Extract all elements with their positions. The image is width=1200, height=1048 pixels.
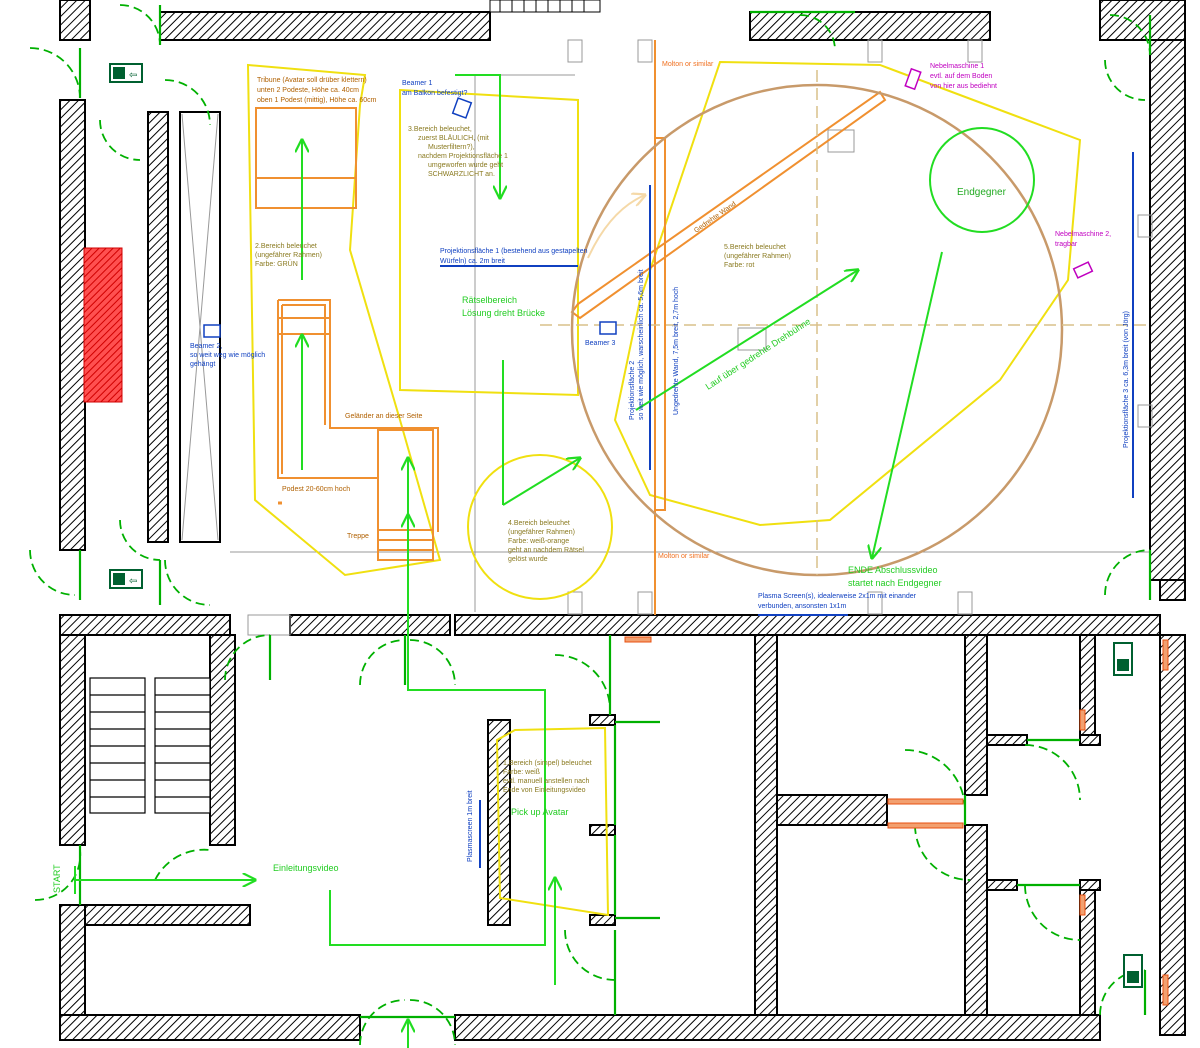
svg-text:1.Bereich (simpel) beleuchet: 1.Bereich (simpel) beleuchet	[503, 760, 592, 767]
svg-text:(ungefährer Rahmen): (ungefährer Rahmen)	[724, 253, 791, 260]
svg-text:Nebelmaschine 2,: Nebelmaschine 2,	[1055, 231, 1111, 238]
svg-text:2.Bereich beleuchet: 2.Bereich beleuchet	[255, 243, 317, 250]
molton-bottom-label: Molton or similar	[658, 553, 710, 560]
tribune-label: Tribune (Avatar soll drüber klettern) un…	[257, 77, 377, 104]
nebel2-label: Nebelmaschine 2, tragbar	[1055, 231, 1111, 248]
svg-text:Ende von Einleitungsvideo: Ende von Einleitungsvideo	[503, 787, 586, 794]
podest-label: Podest 20-60cm hoch	[282, 486, 350, 493]
svg-text:gelöst wurde: gelöst wurde	[508, 556, 548, 563]
svg-text:oben 1 Podest (mittig), Höhe c: oben 1 Podest (mittig), Höhe ca. 60cm	[257, 97, 377, 104]
svg-text:startet nach Endgegner: startet nach Endgegner	[848, 578, 942, 588]
beamer-icon	[203, 97, 617, 338]
turntable	[540, 70, 1150, 577]
endgegner-circle	[929, 127, 1035, 233]
wall-markers	[624, 636, 1169, 1006]
nebel1-label: Nebelmaschine 1 evtl. auf dem Boden von …	[930, 63, 997, 90]
svg-text:4.Bereich beleuchet: 4.Bereich beleuchet	[508, 520, 570, 527]
red-block	[83, 247, 123, 403]
pickup-label: Pick up Avatar	[511, 807, 568, 817]
door-leaves	[78, 5, 1152, 1019]
svg-text:Farbe: weiß: Farbe: weiß	[503, 769, 540, 776]
svg-text:5.Bereich beleuchet: 5.Bereich beleuchet	[724, 244, 786, 251]
plasmascreen-label: Plasmascreen 1m breit	[467, 790, 474, 862]
svg-text:zuerst BLÄULICH, (mit: zuerst BLÄULICH, (mit	[418, 134, 489, 142]
walls	[59, 0, 1186, 1041]
svg-text:SCHWARZLICHT an.: SCHWARZLICHT an.	[428, 171, 495, 178]
svg-text:(ungefährer Rahmen): (ungefährer Rahmen)	[255, 252, 322, 259]
svg-text:Musterfiltern?),: Musterfiltern?),	[428, 144, 475, 151]
molton-top-label: Molton or similar	[662, 61, 714, 68]
gelaender-label: Geländer an dieser Seite	[345, 413, 423, 420]
svg-text:evtl. auf dem Boden: evtl. auf dem Boden	[930, 73, 992, 80]
stage-elements	[255, 40, 887, 615]
beamer2-label: Beamer 2, so weit weg wie möglich gehäng…	[190, 343, 265, 368]
svg-text:Farbe: GRÜN: Farbe: GRÜN	[255, 260, 298, 268]
einleitung-label: Einleitungsvideo	[273, 863, 339, 873]
svg-text:am Balkon befestigt?: am Balkon befestigt?	[402, 90, 467, 97]
svg-text:Beamer 1: Beamer 1	[402, 80, 432, 87]
svg-text:so weit weg wie möglich: so weit weg wie möglich	[190, 352, 265, 359]
svg-text:von hier aus bediehnt: von hier aus bediehnt	[930, 83, 997, 90]
svg-text:ENDE Abschlussvideo: ENDE Abschlussvideo	[848, 565, 938, 575]
fog-machine-icon	[904, 67, 1094, 279]
svg-text:nachdem Projektionsfläche 1: nachdem Projektionsfläche 1	[418, 153, 508, 160]
room-outline	[230, 39, 1153, 636]
svg-text:Rätselbereich: Rätselbereich	[462, 295, 517, 305]
projektion2-label: Projektionsfläche 2 so weit wie möglich,…	[629, 269, 645, 420]
svg-text:Nebelmaschine 1: Nebelmaschine 1	[930, 63, 984, 70]
doors	[29, 4, 1151, 1046]
start-label: START	[52, 864, 62, 893]
svg-text:so weit wie möglich, warschein: so weit wie möglich, warscheinlich ca. 5…	[638, 269, 645, 420]
svg-text:3.Bereich beleuchet,: 3.Bereich beleuchet,	[408, 126, 472, 133]
svg-text:geht an nachdem Rätsel: geht an nachdem Rätsel	[508, 547, 584, 554]
beamer3-label: Beamer 3	[585, 340, 615, 347]
beamer1-label: Beamer 1 am Balkon befestigt?	[402, 80, 467, 97]
svg-text:Farbe: weiß-orange: Farbe: weiß-orange	[508, 538, 569, 545]
bereich3-label: 3.Bereich beleuchet, zuerst BLÄULICH, (m…	[408, 126, 508, 178]
svg-text:evtl. manuell anstellen nach: evtl. manuell anstellen nach	[503, 778, 589, 785]
raetsel-label: Rätselbereich Lösung dreht Brücke	[462, 295, 545, 318]
svg-text:gehängt: gehängt	[190, 361, 215, 368]
visitor-path	[74, 74, 943, 1048]
projektion3-label: Projektionsfläche 3 ca. 6,3m breit (von …	[1123, 311, 1130, 448]
projektion1-label: Projektionsfläche 1 (bestehend aus gesta…	[440, 248, 588, 265]
svg-text:Plasma Screen(s), idealerweise: Plasma Screen(s), idealerweise 2x1m mit …	[758, 593, 917, 600]
treppe-label: Treppe	[347, 533, 369, 540]
svg-text:unten 2 Podeste, Höhe ca. 40cm: unten 2 Podeste, Höhe ca. 40cm	[257, 87, 359, 94]
staircase	[89, 677, 211, 814]
bereich5-label: 5.Bereich beleuchet (ungefährer Rahmen) …	[724, 244, 791, 269]
svg-text:umgeworfen wurde geht: umgeworfen wurde geht	[428, 162, 503, 169]
ende-label: ENDE Abschlussvideo startet nach Endgegn…	[848, 565, 942, 588]
lighting-zones	[246, 60, 1082, 917]
svg-text:⇦: ⇦	[129, 576, 137, 587]
exit-sign-icon: ⇦ ⇦	[109, 63, 1143, 988]
svg-text:Lösung dreht Brücke: Lösung dreht Brücke	[462, 308, 545, 318]
svg-text:Farbe: rot: Farbe: rot	[724, 262, 754, 269]
ungedrehte-wand-label: Ungedrehte Wand, 7,5m breit, 2,7m hoch	[673, 287, 680, 415]
svg-text:Würfeln) ca. 2m breit: Würfeln) ca. 2m breit	[440, 258, 505, 265]
svg-text:tragbar: tragbar	[1055, 241, 1078, 248]
svg-text:Projektionsfläche 2: Projektionsfläche 2	[629, 361, 636, 420]
projection-surfaces	[440, 152, 1134, 868]
plasma-label: Plasma Screen(s), idealerweise 2x1m mit …	[758, 593, 917, 610]
bereich1-label: 1.Bereich (simpel) beleuchet Farbe: weiß…	[503, 760, 592, 794]
turn-arrow	[587, 195, 645, 259]
svg-text:Tribune (Avatar soll drüber kl: Tribune (Avatar soll drüber klettern)	[257, 77, 367, 84]
bereich4-label: 4.Bereich beleuchet (ungefährer Rahmen) …	[508, 520, 584, 563]
svg-text:Beamer 2,: Beamer 2,	[190, 343, 222, 350]
endgegner-label: Endgegner	[957, 187, 1007, 198]
svg-text:⇦: ⇦	[129, 70, 137, 81]
svg-text:Projektionsfläche 1 (bestehend: Projektionsfläche 1 (bestehend aus gesta…	[440, 248, 588, 255]
svg-text:verbunden, ansonsten 1x1m: verbunden, ansonsten 1x1m	[758, 603, 847, 610]
svg-text:(ungefährer Rahmen): (ungefährer Rahmen)	[508, 529, 575, 536]
bereich2-label: 2.Bereich beleuchet (ungefährer Rahmen) …	[255, 243, 322, 268]
